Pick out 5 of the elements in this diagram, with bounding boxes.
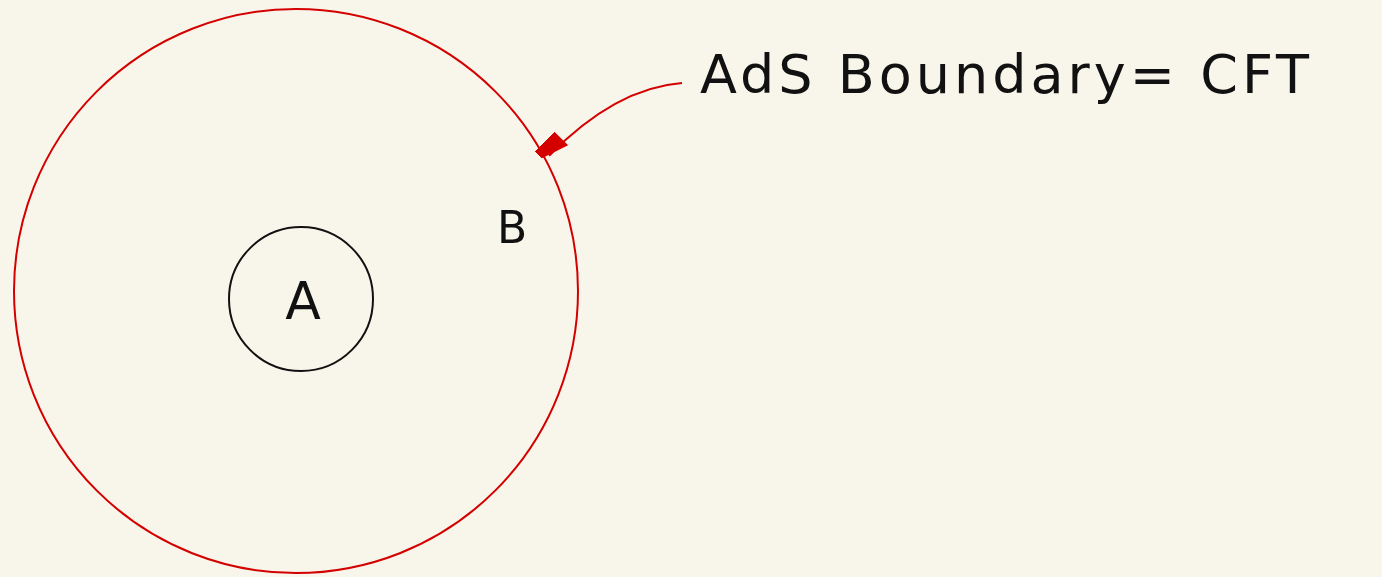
circle-outline [228, 226, 374, 372]
region-label: B [496, 206, 528, 250]
region-label: A [285, 275, 321, 327]
circle-outline [13, 8, 579, 574]
annotation-text: AdS Boundary= CFT [700, 40, 1370, 110]
